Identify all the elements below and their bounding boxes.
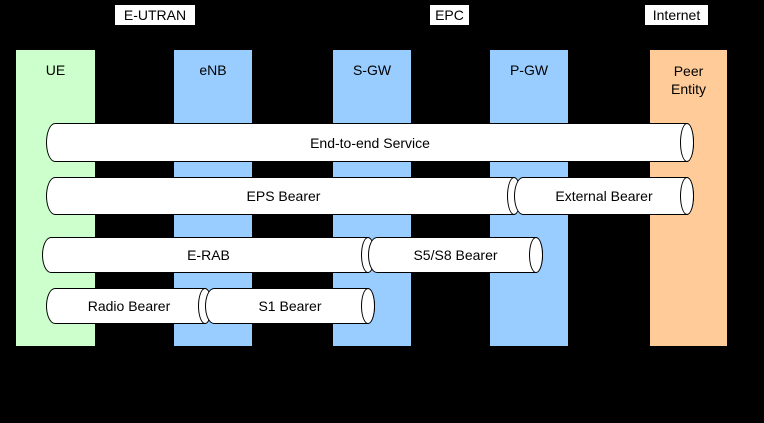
pipe-end-to-end-service: End-to-end Service — [46, 123, 694, 162]
pipe-s1-bearer: S1 Bearer — [205, 288, 375, 324]
pipe-radio-bearer-label: Radio Bearer — [87, 298, 171, 314]
node-peer-entity-label: Peer Entity — [670, 63, 706, 97]
pipe-e-rab: E-RAB — [42, 237, 375, 273]
pipe-radio-bearer: Radio Bearer — [46, 288, 212, 324]
node-enb-label: eNB — [199, 62, 227, 78]
pipe-s5-s8-bearer-label: S5/S8 Bearer — [413, 247, 498, 263]
pipe-s5-s8-bearer: S5/S8 Bearer — [368, 237, 543, 273]
cylinder-cap-icon — [529, 237, 543, 273]
pipe-eps-bearer: EPS Bearer — [46, 177, 521, 215]
region-label-epc: EPC — [430, 5, 469, 25]
node-sgw-label: S-GW — [352, 62, 392, 78]
pipe-external-bearer: External Bearer — [514, 177, 694, 215]
cylinder-cap-icon — [680, 177, 694, 215]
pipe-s1-bearer-label: S1 Bearer — [258, 298, 322, 314]
cylinder-cap-icon — [680, 123, 694, 162]
node-pgw-label: P-GW — [509, 62, 549, 78]
pipe-end-to-end-service-label: End-to-end Service — [310, 134, 430, 151]
cylinder-cap-icon — [361, 288, 375, 324]
pipe-eps-bearer-label: EPS Bearer — [246, 188, 321, 204]
pipe-external-bearer-label: External Bearer — [555, 188, 653, 204]
region-label-eutran: E-UTRAN — [115, 5, 195, 25]
pipe-e-rab-label: E-RAB — [187, 247, 230, 263]
region-label-internet: Internet — [645, 5, 708, 25]
node-ue-label: UE — [45, 62, 66, 78]
